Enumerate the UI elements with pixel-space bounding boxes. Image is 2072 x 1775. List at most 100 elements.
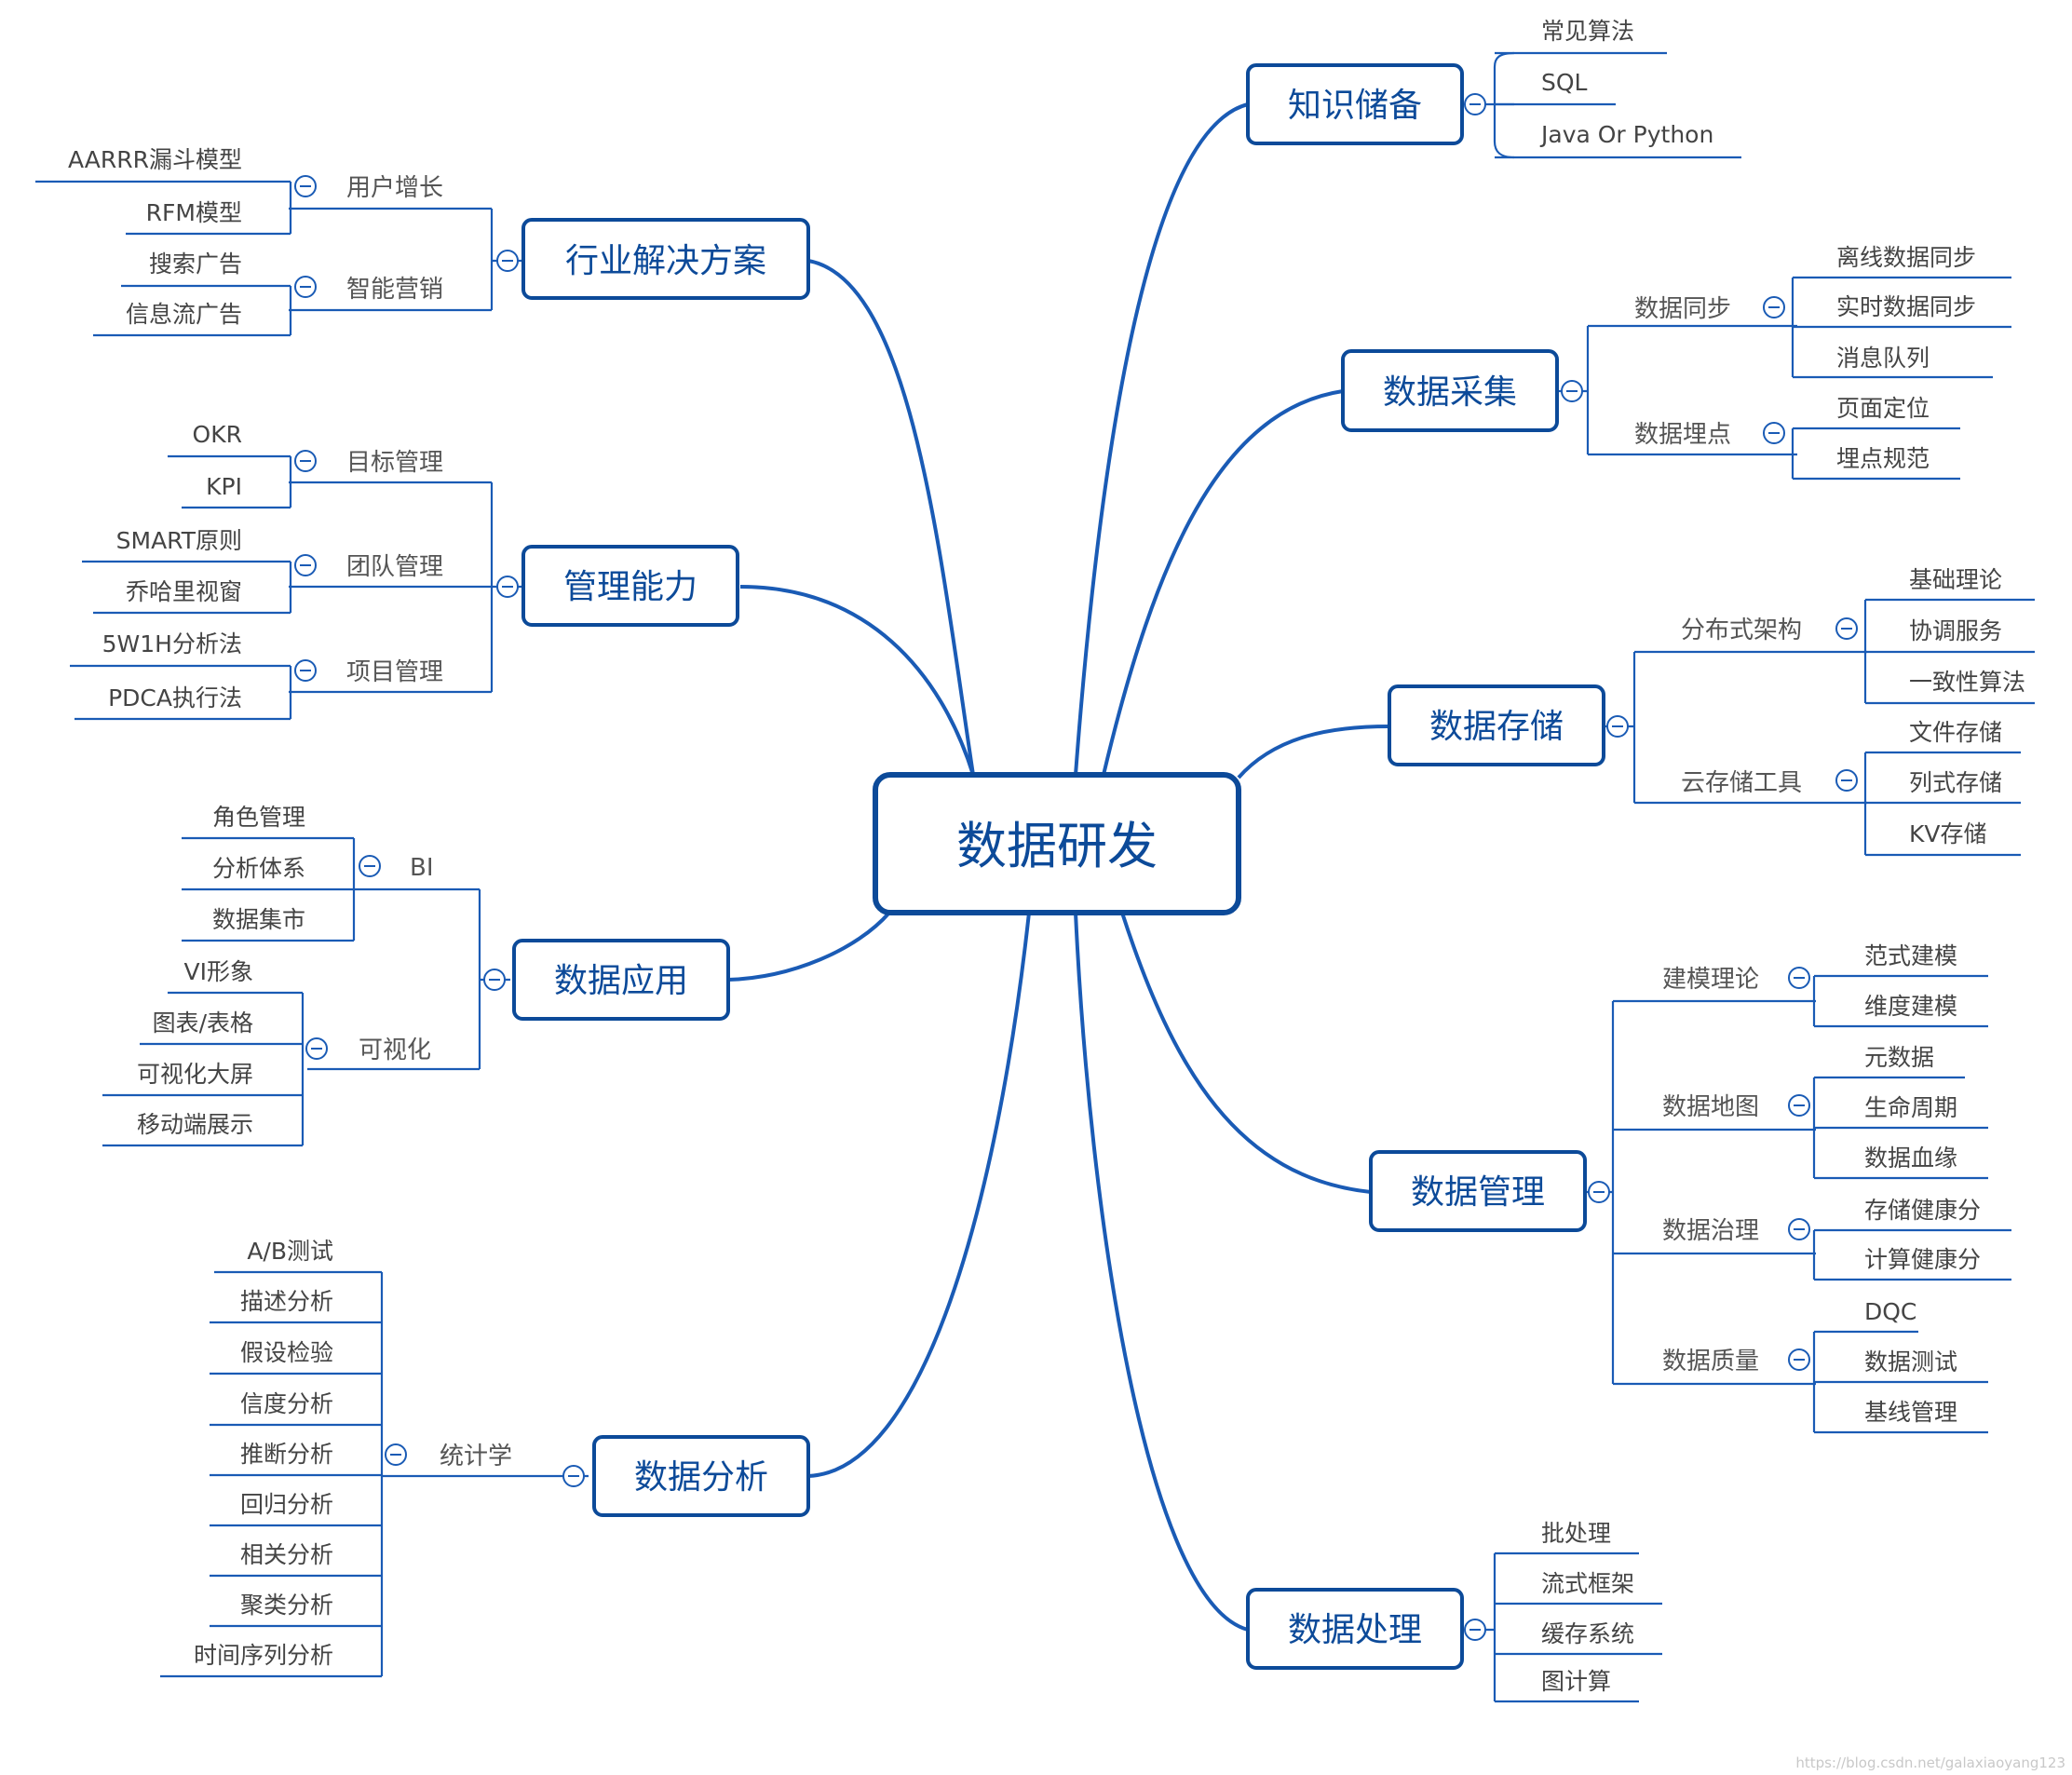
leaf: 范式建模 <box>1864 942 1957 969</box>
leaf: 搜索广告 <box>149 251 242 278</box>
leaf: 分析体系 <box>212 855 305 882</box>
sub-connectors <box>35 51 2035 1703</box>
leaf: 埋点规范 <box>1836 445 1930 472</box>
sub-topic: 数据治理 <box>1662 1217 1759 1245</box>
collapse-icon-gov[interactable] <box>1788 1218 1810 1240</box>
leaf: KV存储 <box>1909 820 1987 847</box>
leaf: RFM模型 <box>146 199 242 226</box>
collapse-icon-bi[interactable] <box>359 855 381 877</box>
knowledge-box[interactable] <box>1246 63 1464 145</box>
leaf: 时间序列分析 <box>194 1642 333 1669</box>
leaf: 页面定位 <box>1836 395 1930 422</box>
root-label: 数据研发 <box>956 817 1158 875</box>
leaf: OKR <box>193 421 242 448</box>
app-title: 数据应用 <box>554 962 688 1000</box>
collapse-icon-manage[interactable] <box>1588 1181 1610 1203</box>
process-box[interactable] <box>1246 1588 1464 1670</box>
app-box[interactable] <box>512 939 730 1021</box>
mgmt-box[interactable] <box>521 545 739 627</box>
root-box[interactable] <box>873 772 1241 915</box>
leaf: A/B测试 <box>247 1238 333 1265</box>
leaf: 一致性算法 <box>1909 669 2025 696</box>
leaf: SMART原则 <box>116 527 242 554</box>
sub-topic: 智能营销 <box>346 276 443 304</box>
sub-topic: 数据埋点 <box>1634 421 1731 449</box>
leaf: 流式框架 <box>1541 1570 1634 1597</box>
industry-title: 行业解决方案 <box>565 242 766 280</box>
leaf: 文件存储 <box>1909 719 2002 746</box>
collapse-icon-app[interactable] <box>483 969 506 991</box>
collapse-icon-analysis[interactable] <box>562 1465 585 1487</box>
leaf: 乔哈里视窗 <box>126 578 242 605</box>
watermark: https://blog.csdn.net/galaxiaoyang123 <box>1795 1755 2065 1771</box>
collapse-icon-dist[interactable] <box>1835 617 1858 640</box>
sub-topic: 团队管理 <box>346 553 443 581</box>
leaf: 数据测试 <box>1864 1348 1957 1375</box>
leaf: 计算健康分 <box>1864 1246 1981 1273</box>
main-connectors <box>727 102 1390 1632</box>
leaf: 移动端展示 <box>137 1111 253 1138</box>
leaf: KPI <box>206 473 242 500</box>
leaf: 图表/表格 <box>153 1009 253 1037</box>
leaf: 信息流广告 <box>126 301 242 328</box>
storage-box[interactable] <box>1388 684 1605 766</box>
collapse-icon-model[interactable] <box>1788 967 1810 989</box>
industry-box[interactable] <box>521 218 810 300</box>
collapse-icon-track[interactable] <box>1763 422 1785 444</box>
manage-title: 数据管理 <box>1411 1173 1545 1212</box>
collect-title: 数据采集 <box>1383 373 1517 412</box>
leaf: 实时数据同步 <box>1836 293 1976 320</box>
knowledge-title: 知识储备 <box>1288 87 1422 125</box>
sub-topic: 云存储工具 <box>1681 769 1802 797</box>
collapse-icon-quality[interactable] <box>1788 1348 1810 1371</box>
leaf: 数据血缘 <box>1864 1145 1957 1172</box>
leaf: 协调服务 <box>1909 617 2002 644</box>
leaf: DQC <box>1864 1298 1916 1325</box>
leaf: 离线数据同步 <box>1836 244 1976 271</box>
collapse-icon-map[interactable] <box>1788 1094 1810 1117</box>
leaf: AARRR漏斗模型 <box>68 146 242 173</box>
collapse-icon-process[interactable] <box>1464 1619 1486 1641</box>
leaf: 基础理论 <box>1909 566 2002 593</box>
collapse-icon-stats[interactable] <box>385 1443 407 1466</box>
collapse-icon-cloud[interactable] <box>1835 769 1858 792</box>
collapse-icon-growth[interactable] <box>294 175 317 197</box>
leaf: 角色管理 <box>212 804 305 831</box>
leaf: 相关分析 <box>240 1541 333 1568</box>
leaf: Java Or Python <box>1539 121 1713 148</box>
leaf: 存储健康分 <box>1864 1197 1981 1224</box>
leaf: 批处理 <box>1541 1520 1611 1547</box>
collapse-icon-goal[interactable] <box>294 450 317 472</box>
collect-box[interactable] <box>1341 349 1559 432</box>
collapse-icon-team[interactable] <box>294 554 317 576</box>
sub-topic: 用户增长 <box>346 174 443 202</box>
collapse-icon-collect[interactable] <box>1561 380 1583 402</box>
collapse-icon-storage[interactable] <box>1606 715 1629 738</box>
sub-topic: 数据同步 <box>1634 295 1731 323</box>
leaf: SQL <box>1541 69 1588 96</box>
sub-topic: 数据地图 <box>1662 1093 1759 1121</box>
leaf: 基线管理 <box>1864 1399 1957 1426</box>
collapse-icon-industry[interactable] <box>496 250 519 272</box>
connector-storage <box>1237 725 1390 779</box>
collapse-icon-vis[interactable] <box>305 1037 328 1060</box>
leaf: 元数据 <box>1864 1044 1934 1071</box>
manage-box[interactable] <box>1369 1150 1587 1232</box>
collapse-icon-knowledge[interactable] <box>1464 93 1486 115</box>
topic-boxes <box>512 63 1605 1670</box>
collapse-icon-project[interactable] <box>294 659 317 682</box>
connector-analysis <box>807 912 1031 1478</box>
leaf: 信度分析 <box>240 1390 333 1417</box>
sub-topic: 建模理论 <box>1662 966 1759 994</box>
analysis-title: 数据分析 <box>634 1458 768 1497</box>
storage-title: 数据存储 <box>1429 708 1564 746</box>
collapse-icon-marketing[interactable] <box>294 276 317 298</box>
leaf: 聚类分析 <box>240 1592 333 1619</box>
collapse-icon-sync[interactable] <box>1763 296 1785 318</box>
analysis-box[interactable] <box>592 1435 810 1517</box>
collapse-icon-mgmt[interactable] <box>496 576 519 598</box>
leaf: VI形象 <box>184 958 253 985</box>
sub-topic: BI <box>410 854 434 882</box>
leaf: 描述分析 <box>240 1288 333 1315</box>
labels: 数据研发 知识储备 数据采集 数据存储 数据管理 数据处理 行业解决方案 管理能… <box>68 18 2065 1771</box>
